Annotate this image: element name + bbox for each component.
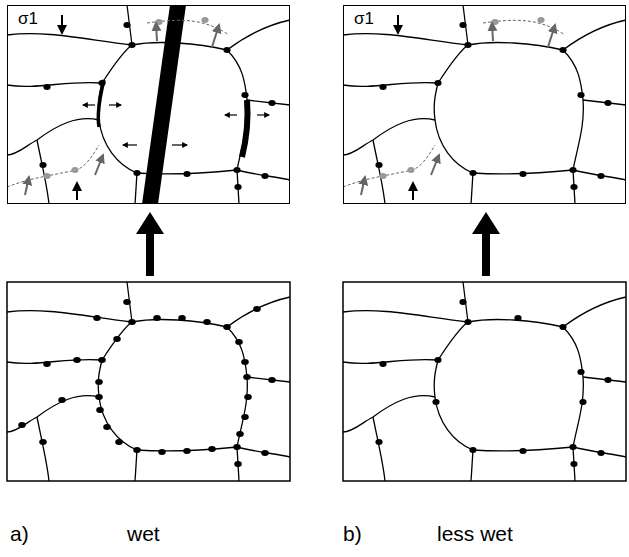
grain-network: [7, 282, 290, 481]
melt-pocket: [18, 422, 26, 428]
melt-pocket: [234, 184, 241, 190]
melt-pocket: [43, 173, 50, 179]
melt-pocket: [537, 17, 544, 23]
melt-pocket: [519, 171, 526, 177]
melt-pocket: [95, 379, 103, 385]
melt-pocket: [98, 357, 106, 363]
melt-pocket: [115, 439, 123, 445]
melt-pocket: [375, 162, 382, 168]
melt-pocket: [570, 184, 577, 190]
grain-network: [343, 282, 626, 481]
melt-pocket: [469, 447, 476, 453]
melt-pocket: [73, 357, 81, 363]
melt-pocket: [432, 399, 439, 405]
melt-pocket: [43, 361, 51, 367]
melt-pocket: [577, 369, 584, 375]
melt-pocket: [244, 394, 252, 400]
melt-pocket: [597, 450, 604, 456]
melt-pocket: [464, 42, 471, 48]
melt-pocket: [203, 319, 211, 325]
melt-pocket: [459, 22, 466, 28]
grain-network: [343, 5, 626, 204]
melt-pocket: [241, 92, 248, 98]
melt-pocket: [235, 339, 243, 345]
melt-pocket: [559, 47, 566, 53]
melt-pocket: [577, 92, 584, 98]
melt-pocket: [459, 299, 466, 305]
melt-pocket: [39, 439, 47, 445]
melt-pocket: [183, 171, 190, 177]
melt-pocket: [113, 336, 121, 342]
melt-pocket: [223, 47, 230, 53]
melt-pocket: [241, 414, 249, 420]
panel-frame: [7, 282, 290, 481]
melt-pocket: [519, 448, 526, 454]
melt-pocket: [241, 359, 249, 365]
melt-pocket: [39, 162, 46, 168]
melt-pocket: [133, 170, 140, 176]
panel-caption: a): [10, 522, 29, 546]
melt-pocket: [570, 461, 577, 467]
melt-pocket: [379, 361, 386, 367]
melt-pocket: [514, 315, 521, 321]
melt-pocket: [93, 315, 101, 321]
melt-pocket: [569, 167, 576, 173]
panel-caption: b): [343, 522, 362, 546]
melt-pocket: [208, 446, 216, 452]
melt-pocket: [153, 315, 161, 321]
panel-frame: [343, 282, 626, 481]
melt-pocket: [604, 377, 611, 383]
melt-pocket: [261, 450, 269, 456]
melt-pocket: [579, 399, 586, 405]
stress-label: σ1: [16, 9, 40, 29]
panel-caption: wet: [127, 522, 160, 546]
grain-network: [7, 5, 290, 204]
melt-pocket: [268, 377, 276, 383]
melt-pocket: [95, 394, 103, 400]
panel-caption: less wet: [437, 522, 513, 546]
melt-pocket: [43, 84, 50, 90]
melt-pocket: [597, 173, 604, 179]
melt-pocket: [559, 324, 566, 330]
melt-pocket: [233, 167, 240, 173]
melt-pocket: [407, 167, 414, 173]
melt-pocket: [233, 444, 241, 450]
melt-pocket: [158, 449, 166, 455]
melt-pocket: [128, 42, 135, 48]
melt-pocket: [261, 173, 268, 179]
melt-pocket: [434, 80, 441, 86]
melt-pocket: [434, 357, 441, 363]
melt-pocket: [236, 431, 244, 437]
melt-pocket: [234, 461, 242, 467]
melt-pocket: [128, 319, 136, 325]
melt-pocket: [469, 170, 476, 176]
melt-pocket: [375, 439, 382, 445]
stressed-panel: σ1: [343, 5, 626, 204]
stress-label: σ1: [352, 9, 376, 29]
melt-pocket: [58, 397, 66, 403]
melt-pocket: [103, 424, 111, 430]
melt-pocket: [268, 100, 275, 106]
melt-pocket: [178, 315, 186, 321]
stressed-panel: σ1: [7, 5, 290, 204]
melt-pocket: [223, 324, 231, 330]
transition-arrow: [136, 212, 500, 276]
melt-pocket: [183, 448, 191, 454]
melt-pocket: [96, 407, 104, 413]
melt-pocket: [133, 447, 141, 453]
melt-pocket: [569, 444, 576, 450]
melt-pocket: [201, 17, 208, 23]
melt-pocket: [123, 299, 131, 305]
melt-pocket: [71, 167, 78, 173]
melt-pocket: [98, 80, 105, 86]
melt-pocket: [604, 100, 611, 106]
melt-pocket: [379, 84, 386, 90]
melt-pocket: [243, 374, 251, 380]
melt-pocket: [379, 173, 386, 179]
melt-pocket: [464, 319, 471, 325]
melt-pocket: [253, 306, 261, 312]
melt-pocket: [123, 22, 130, 28]
